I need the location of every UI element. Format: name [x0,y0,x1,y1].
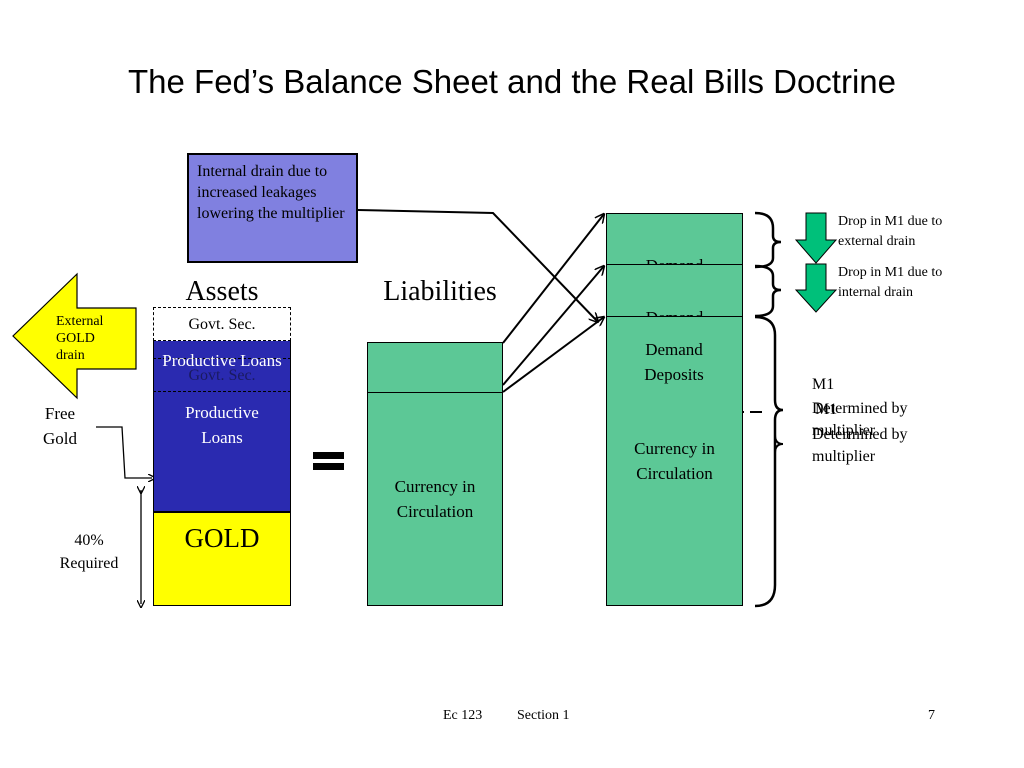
expansion-arrow-1 [502,214,604,344]
m1-ghost-top: Demand [606,256,743,264]
brace-m1-inner [774,434,784,454]
liabilities-divider [367,392,503,393]
m1-label: M1 [812,376,835,393]
liabilities-box [367,342,503,606]
down-arrow-external-icon [794,212,838,264]
free-gold-label: Free Gold [43,404,77,448]
govt-sec-box: Govt. Sec. [153,307,291,341]
down-arrow-internal-icon [794,263,838,313]
brace-m1 [754,315,784,608]
drop-internal-label: Drop in M1 due to internal drain [838,265,943,300]
assets-heading: Assets [185,276,259,307]
page-number: 7 [928,708,935,723]
footer-section: Section 1 [517,708,570,723]
slide-title: The Fed’s Balance Sheet and the Real Bil… [128,63,896,100]
m1-inner-box [606,316,743,606]
expansion-arrow-2 [502,266,604,386]
equals-bar-top [313,452,344,459]
brace-internal [754,264,782,318]
m1-determined-label: Determined by multiplier [812,400,908,439]
liabilities-currency-label: Currency in Circulation [394,477,476,521]
internal-drain-note: Internal drain due to increased leakages… [187,153,358,263]
equals-bar-bottom [313,463,344,470]
gold-box [153,512,291,606]
expansion-arrow-3 [502,317,604,393]
govt-sec-overlap-box: Govt. Sec. [153,358,291,392]
m1-label-overlap: M1 [815,401,838,418]
gold-label: GOLD [184,523,260,553]
external-gold-drain-label: External GOLD drain [56,314,104,363]
drop-external-label: Drop in M1 due to external drain [838,214,943,249]
productive-loans-box [153,340,291,512]
demand-deposits-label: Demand Deposits [644,340,704,384]
brace-external [754,211,782,269]
footer-course: Ec 123 [443,708,483,723]
productive-loans-label: Productive Loans [185,403,259,447]
m1-determined-label-overlap: Determined by multiplier [812,426,908,465]
internal-drain-arrow [357,209,598,322]
m1-currency-label: Currency in Circulation [634,439,715,483]
productive-loans-ghost: Productive Loans [162,351,282,370]
external-gold-drain-arrow-icon [12,272,137,400]
required-reserve-label: 40% Required [59,532,119,572]
free-gold-arrow [96,426,152,478]
m1-ghost-mid: Demand [606,308,743,316]
liabilities-heading: Liabilities [383,276,497,307]
